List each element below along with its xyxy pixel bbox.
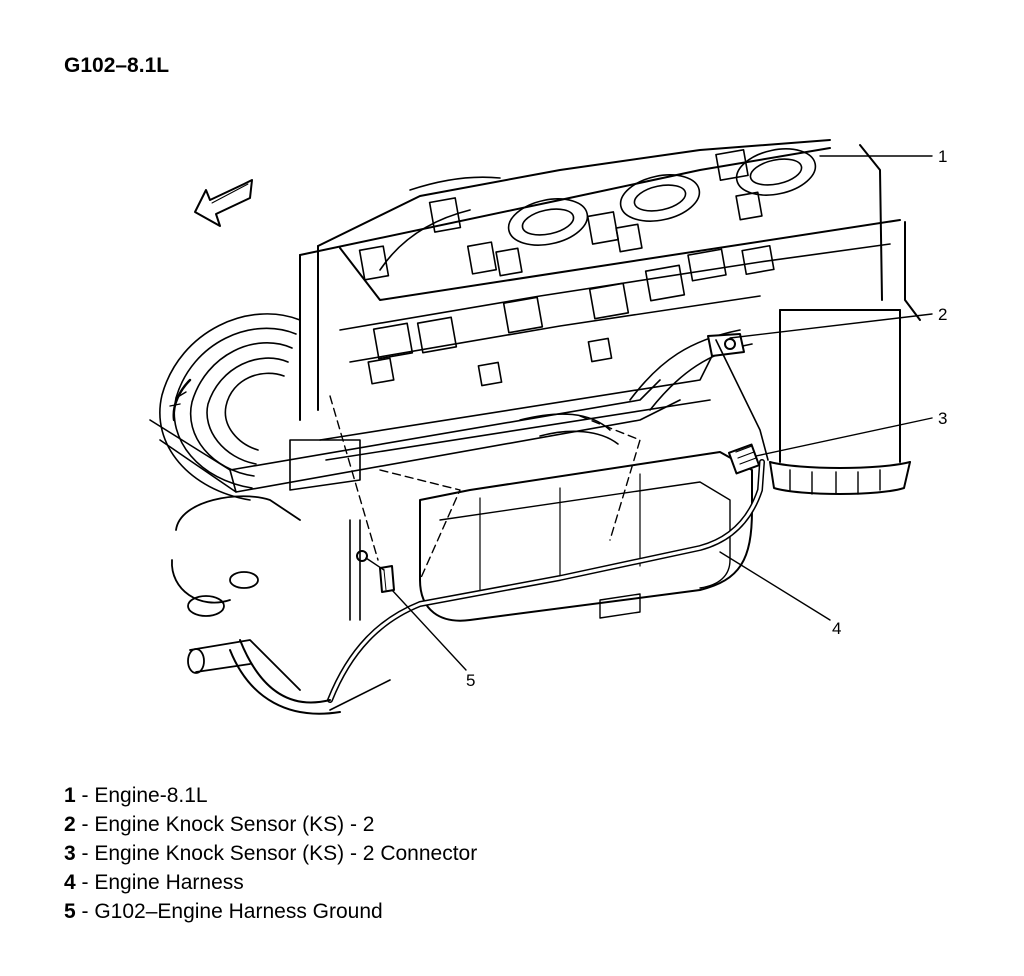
hidden-lines [329,395,641,581]
legend-text: - G102–Engine Harness Ground [75,900,383,923]
legend-text: - Engine-8.1L [75,784,208,807]
legend-text: - Engine Knock Sensor (KS) - 2 [75,813,375,836]
legend-number: 3 [64,842,76,865]
leader-5 [391,589,467,671]
legend-item: 1 - Engine-8.1L [64,781,477,810]
legend-item: 3 - Engine Knock Sensor (KS) - 2 Connect… [64,839,477,868]
callout-2: 2 [938,305,947,324]
engine-illustration: 1 2 3 4 5 [149,139,947,715]
leader-2 [729,313,933,339]
legend: 1 - Engine-8.1L 2 - Engine Knock Sensor … [64,781,477,926]
engine-block [299,139,921,421]
coil-packs [358,148,775,282]
legend-number: 4 [64,871,76,894]
diagram-title: G102–8.1L [64,54,170,77]
legend-number: 2 [64,813,76,836]
exhaust-pipes [171,495,301,691]
direction-arrow-icon [194,179,253,227]
callout-1: 1 [938,147,947,166]
callout-leaders [391,155,933,671]
callout-4: 4 [832,619,841,638]
legend-text: - Engine Knock Sensor (KS) - 2 Connector [75,842,478,865]
legend-item: 4 - Engine Harness [64,868,477,897]
legend-item: 5 - G102–Engine Harness Ground [64,897,477,926]
leader-3 [755,417,933,457]
legend-text: - Engine Harness [75,871,244,894]
knock-sensor-connector [727,443,761,475]
ground-bolt [356,550,395,593]
coolant-tubes [149,329,753,493]
oil-filter [769,309,911,495]
legend-number: 5 [64,900,76,923]
callout-5: 5 [466,671,475,690]
callout-3: 3 [938,409,947,428]
legend-number: 1 [64,784,76,807]
legend-item: 2 - Engine Knock Sensor (KS) - 2 [64,810,477,839]
engine-harness [229,459,765,715]
leader-4 [719,551,831,621]
cylinder-head [339,243,891,387]
knock-sensor [707,333,769,461]
